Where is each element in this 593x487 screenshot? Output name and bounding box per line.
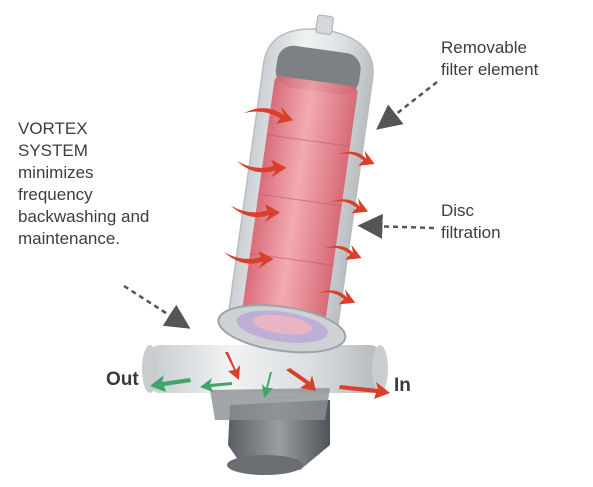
outlet-flow-arrows [150,372,273,398]
pointer-vortex [123,284,191,329]
vortex-ring [217,304,347,354]
pipe-body [142,345,388,420]
pointer-removable [376,81,438,130]
pointer-disc [357,213,435,239]
filter-element [241,76,358,329]
label-removable-filter-element: Removable filter element [441,38,539,79]
label-in: In [394,375,411,396]
label-out: Out [106,369,139,390]
label-vortex-system: VORTEX SYSTEM minimizes frequency backwa… [18,119,150,248]
label-disc-filtration: Disc filtration [441,201,501,242]
housing-cap [315,14,334,35]
inlet-flow-arrows [225,352,390,399]
vortex-arrows [224,106,375,305]
